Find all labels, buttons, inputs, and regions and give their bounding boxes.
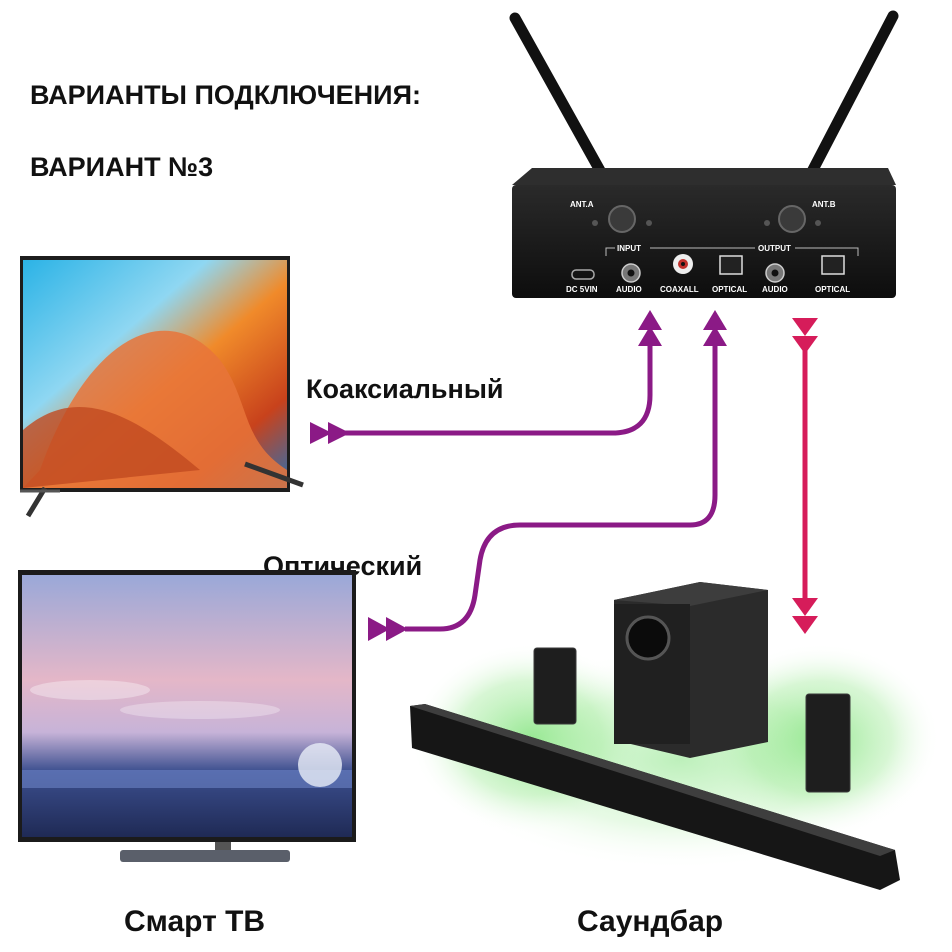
double-arrow-icon	[310, 310, 662, 444]
ant-a-label: ANT.A	[570, 200, 594, 209]
smart-tv-label: Смарт ТВ	[124, 905, 266, 938]
port-label: COAXALL	[660, 285, 699, 294]
ant-b-label: ANT.B	[812, 200, 836, 209]
page-title: ВАРИАНТЫ ПОДКЛЮЧЕНИЯ:	[30, 80, 421, 110]
port-label: AUDIO	[616, 285, 642, 294]
tv-top	[20, 256, 304, 518]
optical-connection-line	[405, 340, 718, 632]
coaxial-label: Коаксиальный	[306, 374, 504, 404]
double-arrow-icon	[792, 318, 818, 634]
port-label: OPTICAL	[815, 285, 850, 294]
input-group-label: INPUT	[617, 244, 641, 253]
soundbar-label: Саундбар	[577, 905, 724, 938]
variant-title: ВАРИАНТ №3	[30, 152, 214, 182]
smart-tv	[18, 570, 356, 862]
receiver-device: ANT.A ANT.B INPUT OUTPUT DC 5VIN AUDIO C…	[512, 168, 896, 298]
output-group-label: OUTPUT	[758, 244, 791, 253]
port-label: OPTICAL	[712, 285, 747, 294]
port-label: AUDIO	[762, 285, 788, 294]
dc-in-label: DC 5VIN	[566, 285, 598, 294]
double-arrow-icon	[368, 310, 727, 641]
coaxial-connection-line	[345, 340, 653, 436]
soundbar-system	[410, 582, 940, 890]
